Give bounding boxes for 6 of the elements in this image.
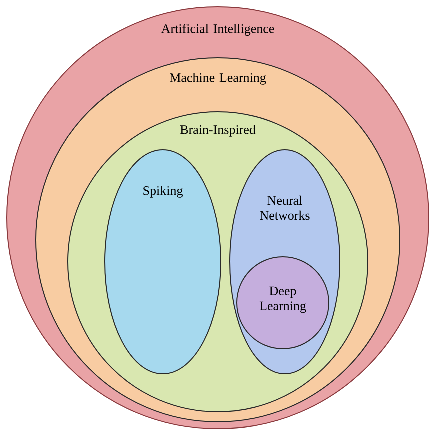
circle-label: Deep Learning [260,286,306,314]
circle-label: Spiking [144,186,183,198]
circle-label: Brain-Inspired [180,125,256,137]
circle-label: Machine Learning [170,73,266,85]
circle-label: Artificial Intelligence [161,24,274,36]
circle-label: Neural Networks [260,196,310,220]
